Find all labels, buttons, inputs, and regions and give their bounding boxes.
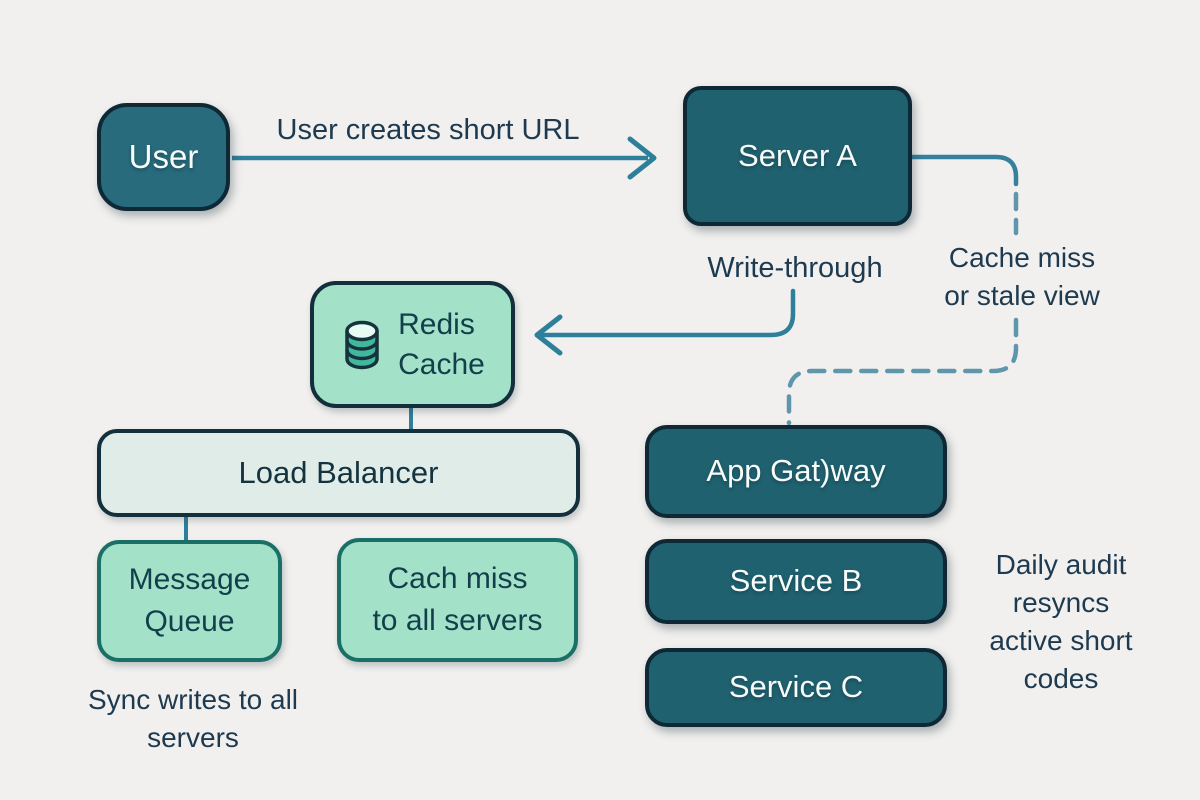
service-b-node: Service B: [645, 539, 947, 624]
redis-cache-node-label: Redis Cache: [398, 307, 485, 381]
service-b-node-label: Service B: [729, 563, 863, 599]
database-icon: [345, 320, 379, 369]
server-a-node: Server A: [683, 86, 912, 226]
cache-miss-dashed-lower: [786, 317, 1019, 426]
server-a-node-label: Server A: [738, 137, 857, 173]
daily-audit-annotation: Daily audit resyncs active short codes: [989, 549, 1133, 694]
cache-miss-fanout-node: Cach miss to all servers: [337, 538, 578, 662]
user-creates-url-label: User creates short URL: [276, 114, 580, 146]
user-node-label: User: [128, 137, 199, 175]
cache-miss-label: Cache miss or stale view: [944, 242, 1100, 311]
write-through-line: [539, 288, 796, 338]
app-gateway-node-label: App Gat)way: [706, 453, 886, 489]
redis-cache-content: Redis Cache: [340, 305, 485, 385]
right-arrowhead-icon: [627, 136, 657, 180]
message-queue-node: Message Queue: [97, 540, 282, 662]
user-node: User: [97, 103, 230, 211]
service-c-node-label: Service C: [728, 669, 864, 705]
load-balancer-node: Load Balancer: [97, 429, 580, 517]
service-c-node: Service C: [645, 648, 947, 727]
redis-cache-node: Redis Cache: [310, 281, 515, 408]
load-balancer-node-label: Load Balancer: [238, 454, 439, 490]
left-arrowhead-icon: [534, 314, 563, 356]
cache-miss-solid-segment: [909, 154, 1019, 187]
write-through-label: Write-through: [707, 252, 883, 284]
sync-writes-annotation: Sync writes to all servers: [87, 684, 299, 753]
message-queue-node-label: Message Queue: [128, 563, 251, 638]
cache-miss-fanout-node-label: Cach miss to all servers: [372, 562, 543, 637]
app-gateway-node: App Gat)way: [645, 425, 947, 518]
